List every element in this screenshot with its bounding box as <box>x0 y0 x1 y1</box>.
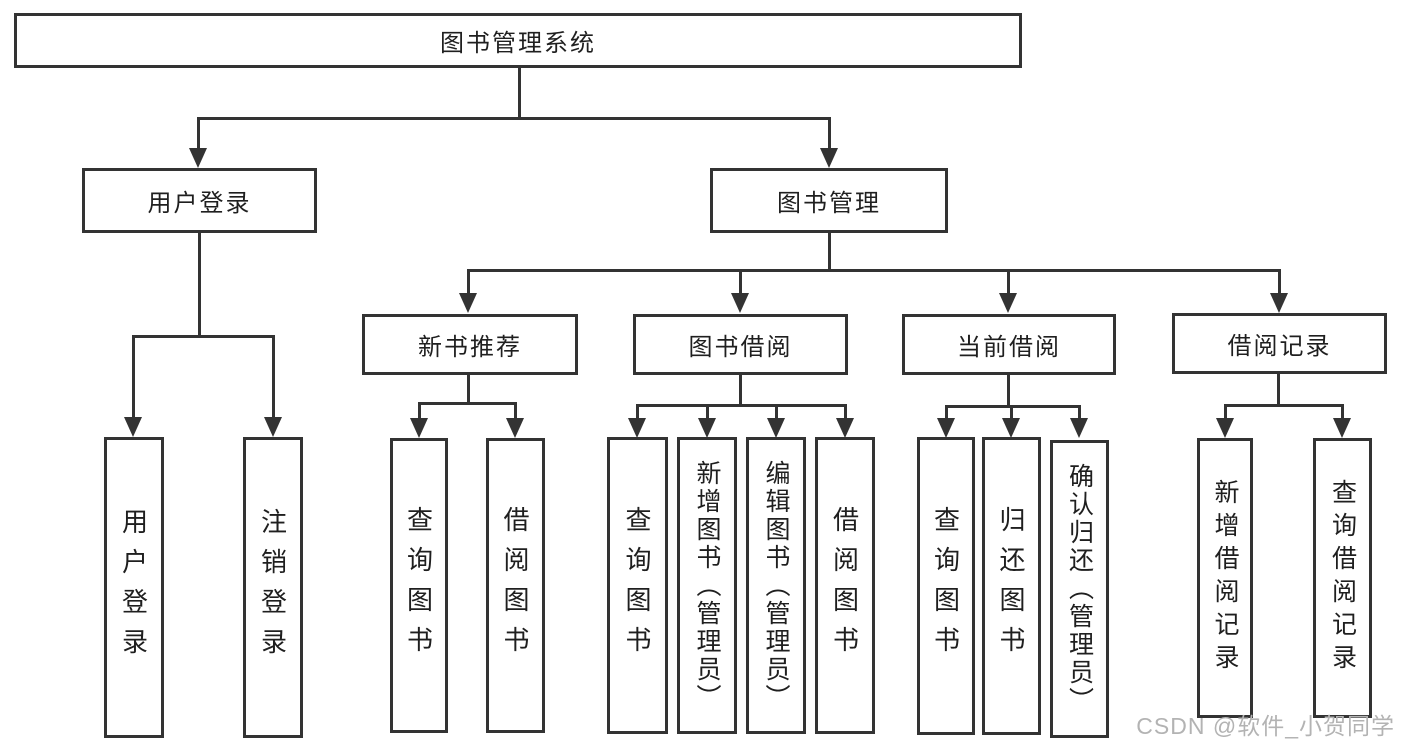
connector-line <box>739 375 742 406</box>
connector-line <box>739 269 742 295</box>
leaf-query-books-recommend: 查询图书 <box>390 438 448 733</box>
connector-line <box>132 335 274 338</box>
connector-line <box>467 269 1280 272</box>
leaf-query-books-current: 查询图书 <box>917 437 975 735</box>
connector-line <box>828 233 831 271</box>
leaf-add-books-admin: 新增图书（管理员） <box>677 437 737 734</box>
leaf-confirm-return-admin: 确认归还（管理员） <box>1050 440 1109 738</box>
connector-line <box>945 405 948 420</box>
arrow-down-icon <box>189 148 207 168</box>
arrow-down-icon <box>459 293 477 313</box>
leaf-logout: 注销登录 <box>243 437 303 738</box>
connector-line <box>1007 375 1010 407</box>
connector-line <box>1277 374 1280 406</box>
connector-line <box>636 404 639 420</box>
arrow-down-icon <box>999 293 1017 313</box>
arrow-down-icon <box>836 418 854 438</box>
arrow-down-icon <box>1333 418 1351 438</box>
connector-line <box>272 335 275 419</box>
connector-line <box>1078 405 1081 420</box>
connector-line <box>467 375 470 404</box>
node-new-book-recommend: 新书推荐 <box>362 314 578 375</box>
arrow-down-icon <box>628 418 646 438</box>
connector-line <box>1224 404 1343 407</box>
arrow-down-icon <box>506 418 524 438</box>
leaf-borrow-books-recommend: 借阅图书 <box>486 438 545 733</box>
connector-line <box>418 402 516 405</box>
leaf-return-books: 归还图书 <box>982 437 1041 735</box>
arrow-down-icon <box>937 418 955 438</box>
leaf-edit-books-admin: 编辑图书（管理员） <box>746 437 806 734</box>
connector-line <box>518 68 521 118</box>
connector-line <box>418 402 421 420</box>
arrow-down-icon <box>1002 418 1020 438</box>
leaf-query-books-borrow: 查询图书 <box>607 437 668 734</box>
arrow-down-icon <box>1216 418 1234 438</box>
connector-line <box>197 117 831 120</box>
connector-line <box>1007 269 1010 295</box>
arrow-down-icon <box>124 417 142 437</box>
connector-line <box>1278 269 1281 295</box>
connector-line <box>197 117 200 150</box>
connector-line <box>828 117 831 150</box>
node-book-borrow: 图书借阅 <box>633 314 848 375</box>
arrow-down-icon <box>820 148 838 168</box>
leaf-query-borrow-record: 查询借阅记录 <box>1313 438 1372 718</box>
node-current-borrow: 当前借阅 <box>902 314 1116 375</box>
connector-line <box>132 335 135 419</box>
connector-line <box>775 404 778 420</box>
arrow-down-icon <box>698 418 716 438</box>
connector-line <box>1341 404 1344 420</box>
node-borrow-records: 借阅记录 <box>1172 313 1387 374</box>
arrow-down-icon <box>264 417 282 437</box>
leaf-borrow-books: 借阅图书 <box>815 437 875 734</box>
arrow-down-icon <box>1270 293 1288 313</box>
leaf-add-borrow-record: 新增借阅记录 <box>1197 438 1253 718</box>
arrow-down-icon <box>1070 418 1088 438</box>
node-user-login: 用户登录 <box>82 168 317 233</box>
connector-line <box>1224 404 1227 420</box>
arrow-down-icon <box>731 293 749 313</box>
connector-line <box>1010 405 1013 420</box>
node-root: 图书管理系统 <box>14 13 1022 68</box>
node-book-management: 图书管理 <box>710 168 948 233</box>
connector-line <box>467 269 470 295</box>
connector-line <box>198 233 201 337</box>
leaf-user-login: 用户登录 <box>104 437 164 738</box>
connector-line <box>844 404 847 420</box>
arrow-down-icon <box>410 418 428 438</box>
connector-line <box>706 404 709 420</box>
arrow-down-icon <box>767 418 785 438</box>
connector-line <box>514 402 517 420</box>
connector-line <box>636 404 846 407</box>
csdn-watermark: CSDN @软件_小贺同学 <box>1136 713 1395 739</box>
